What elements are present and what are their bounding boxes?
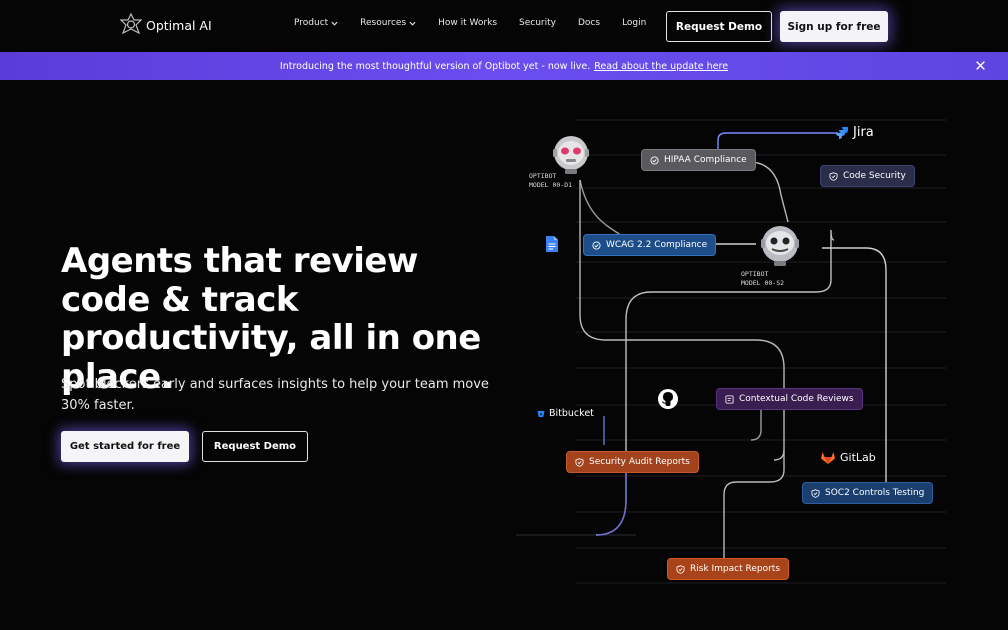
chip-hipaa-label: HIPAA Compliance <box>664 155 747 165</box>
bot-1-line2: MODEL 00-D1 <box>529 181 573 189</box>
chip-soc2-label: SOC2 Controls Testing <box>825 488 925 498</box>
optimal-logo-icon <box>120 13 142 35</box>
nav-login[interactable]: Login <box>622 18 646 28</box>
bot-2-line2: MODEL 00-S2 <box>741 279 785 287</box>
chip-security-audit-label: Security Audit Reports <box>589 457 690 467</box>
get-started-button[interactable]: Get started for free <box>61 431 189 462</box>
document-icon <box>546 236 558 252</box>
chevron-down-icon <box>331 21 338 26</box>
robot-avatar-icon <box>553 136 589 174</box>
banner-link[interactable]: Read about the update here <box>594 60 729 72</box>
announcement-banner: Introducing the most thoughtful version … <box>0 52 1008 80</box>
nav-docs-label: Docs <box>577 18 601 28</box>
top-nav: Optimal AI Product Resources How it Work… <box>0 0 1008 52</box>
chip-risk-impact-label: Risk Impact Reports <box>690 564 781 574</box>
bot-2-line1: OPTIBOT <box>741 270 769 278</box>
nav-product[interactable]: Product <box>294 18 338 28</box>
chip-contextual-reviews[interactable]: Contextual Code Reviews <box>716 388 863 410</box>
nav-docs[interactable]: Docs <box>578 18 600 28</box>
nav-security-label: Security <box>519 18 556 28</box>
request-demo-button[interactable]: Request Demo <box>666 11 772 42</box>
diagram-lines <box>516 119 946 584</box>
nav-how-it-works[interactable]: How it Works <box>438 18 497 28</box>
nav-how-it-works-label: How it Works <box>438 18 498 28</box>
chip-risk-impact[interactable]: Risk Impact Reports <box>667 558 790 580</box>
hero-request-demo-button[interactable]: Request Demo <box>202 431 308 462</box>
chip-wcag[interactable]: WCAG 2.2 Compliance <box>583 234 717 256</box>
check-circle-icon <box>650 155 659 165</box>
hero-title: Agents that review code & track producti… <box>61 241 481 397</box>
main-menu: Product Resources How it Works Security … <box>294 18 668 28</box>
banner-text: Introducing the most thoughtful version … <box>279 60 591 72</box>
gitlab-brand: GitLab <box>820 450 876 465</box>
signup-button[interactable]: Sign up for free <box>780 11 888 42</box>
robot-avatar-icon <box>761 226 799 266</box>
jira-brand: Jira <box>835 125 874 140</box>
chip-wcag-label: WCAG 2.2 Compliance <box>606 240 708 250</box>
jira-label: Jira <box>853 125 874 140</box>
chip-security-audit[interactable]: Security Audit Reports <box>566 451 699 473</box>
chip-soc2[interactable]: SOC2 Controls Testing <box>802 482 934 504</box>
bitbucket-icon <box>537 410 545 417</box>
github-icon <box>658 389 678 409</box>
hero-subtitle: Spot blockers early and surfaces insight… <box>61 377 489 413</box>
nav-resources-label: Resources <box>360 18 407 28</box>
nav-login-label: Login <box>622 18 647 28</box>
nav-security[interactable]: Security <box>519 18 556 28</box>
close-icon[interactable] <box>975 60 986 71</box>
chevron-down-icon <box>409 21 416 26</box>
shield-icon <box>811 488 820 498</box>
chip-code-security[interactable]: Code Security <box>820 165 915 187</box>
workflow-diagram: OPTIBOT MODEL 00-D1 OPTIBOT MODEL 00-S2 … <box>516 100 956 600</box>
chip-code-security-label: Code Security <box>843 171 906 181</box>
bitbucket-label: Bitbucket <box>549 408 594 419</box>
bot-1-line1: OPTIBOT <box>529 172 557 180</box>
shield-icon <box>829 171 838 181</box>
shield-icon <box>575 457 584 467</box>
logo-text: Optimal AI <box>146 17 212 33</box>
bitbucket-brand: Bitbucket <box>537 408 594 419</box>
bot-1-label: OPTIBOT MODEL 00-D1 <box>529 172 572 190</box>
chip-hipaa[interactable]: HIPAA Compliance <box>641 149 756 171</box>
nav-resources[interactable]: Resources <box>360 18 416 28</box>
jira-icon <box>836 126 848 139</box>
check-circle-icon <box>592 240 601 250</box>
shield-icon <box>676 564 685 574</box>
bot-2-label: OPTIBOT MODEL 00-S2 <box>741 270 784 288</box>
gitlab-icon <box>821 452 835 464</box>
logo[interactable]: Optimal AI <box>120 13 212 37</box>
code-review-icon <box>725 394 734 404</box>
nav-product-label: Product <box>294 18 329 28</box>
gitlab-label: GitLab <box>840 451 876 464</box>
chip-contextual-reviews-label: Contextual Code Reviews <box>739 394 854 404</box>
